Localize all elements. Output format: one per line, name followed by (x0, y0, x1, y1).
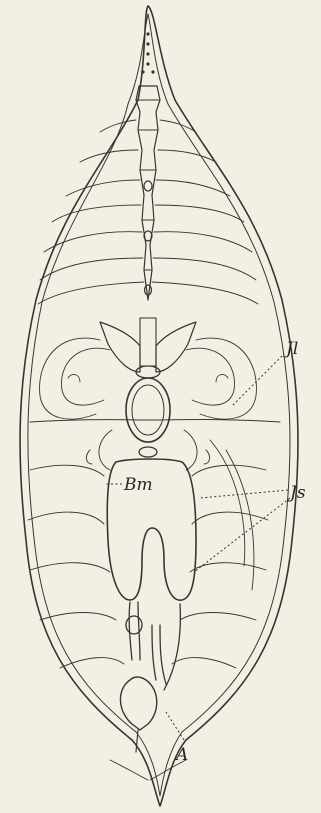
dorsal-segment-chain (136, 86, 160, 300)
label-js: Js (287, 483, 306, 503)
label-jl: Jl (283, 339, 298, 359)
upper-contours-left (38, 120, 144, 304)
central-large-oval (126, 378, 170, 442)
left-stippled-wing (100, 322, 140, 372)
body-outline (20, 6, 298, 806)
body-inner-outline (28, 14, 290, 796)
heart-shaped-organ (120, 677, 156, 730)
lower-flank-loops (28, 430, 268, 668)
horizontal-division (30, 420, 280, 423)
label-a: A (174, 745, 188, 765)
central-stippled-block (140, 318, 156, 366)
leader-js-lower (194, 498, 290, 572)
leader-jl (232, 356, 282, 406)
lower-small-oval (139, 447, 157, 457)
right-stippled-wing (156, 322, 196, 372)
central-inner-oval (132, 385, 164, 435)
tail-lines (110, 760, 186, 780)
label-bm: Bm (123, 475, 153, 495)
leader-a (166, 712, 184, 740)
